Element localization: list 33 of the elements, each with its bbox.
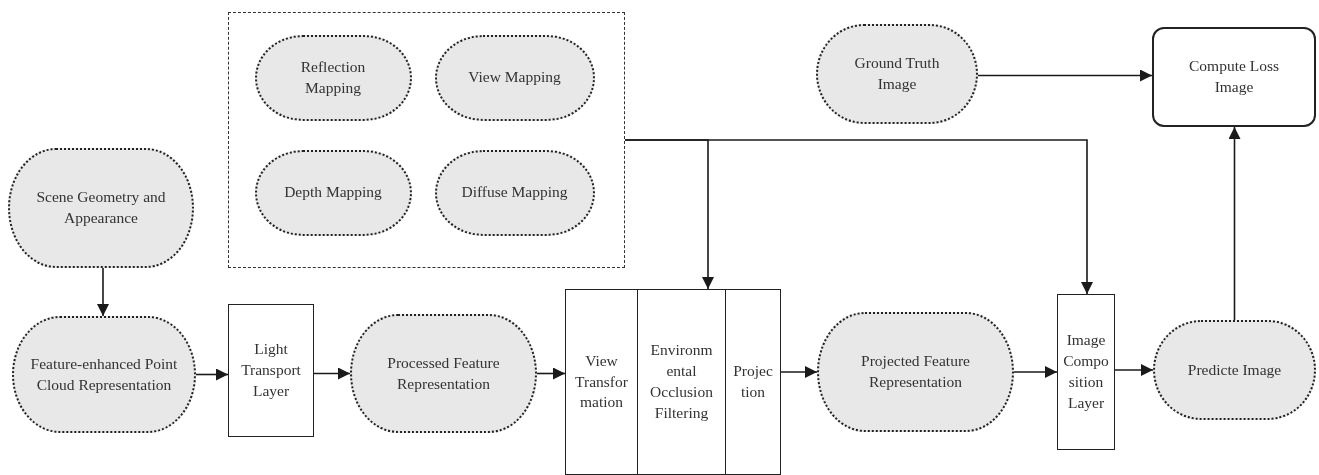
arrow [536, 367, 566, 380]
dashed-group-box [228, 12, 625, 268]
node-label: Scene Geometry and Appearance [35, 187, 167, 228]
node-label: View Mapping [467, 67, 562, 88]
node-label: Processed Feature Representation [386, 352, 501, 394]
arrow [97, 267, 109, 317]
process-box [1057, 294, 1115, 450]
node-label: Projected Feature Representation [860, 351, 971, 392]
process-box [565, 289, 638, 475]
node-label: Projec tion [732, 361, 774, 402]
node-label: Compute Loss Image [1188, 56, 1280, 97]
node-label: View Transfor mation [574, 350, 629, 413]
process-box [725, 289, 781, 475]
arrow [1228, 126, 1241, 321]
arrow [977, 69, 1153, 82]
node-label: Diffuse Mapping [460, 182, 569, 203]
arrow [1114, 364, 1154, 376]
node-label: Feature-enhanced Point Cloud Representation [29, 353, 179, 395]
node-label: Depth Mapping [283, 182, 383, 203]
arrow [195, 368, 229, 381]
arrow [313, 367, 351, 380]
process-box [637, 289, 726, 475]
node-label: Predicte Image [1186, 359, 1283, 380]
node-label: Image Compo sition Layer [1062, 330, 1110, 413]
node-label: Environm ental Occlusion Filtering [649, 340, 714, 423]
rounded-box [1152, 27, 1316, 127]
node-label: Ground Truth Image [853, 53, 941, 94]
arrow [624, 139, 1093, 295]
arrow [780, 366, 818, 378]
process-box [228, 304, 314, 437]
arrow [1013, 366, 1058, 378]
node-label: Light Transport Layer [240, 339, 302, 401]
node-label: Reflection Mapping [299, 56, 367, 98]
